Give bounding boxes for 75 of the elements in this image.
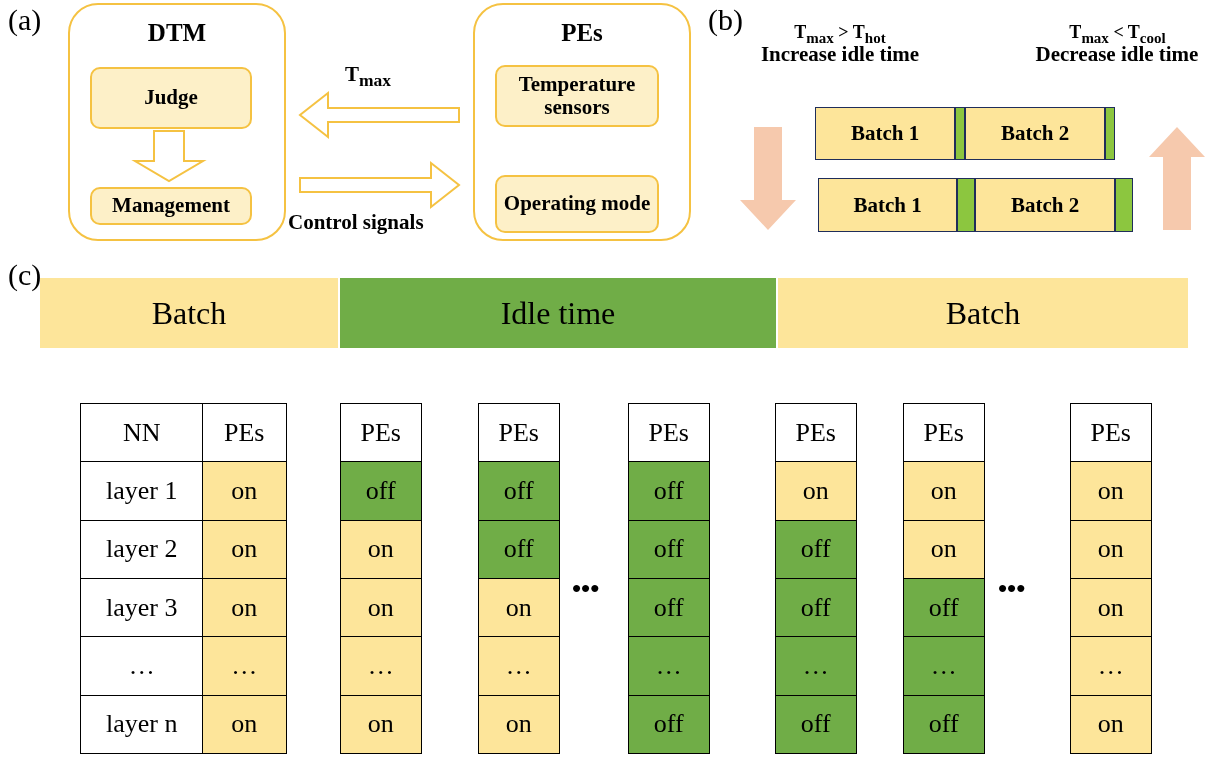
batch-bar: Batch 1 <box>818 178 957 232</box>
table-cell: … <box>340 636 422 696</box>
table-cell: … <box>775 636 857 696</box>
table-cell: on <box>340 577 422 638</box>
table-cell: on <box>1070 519 1152 580</box>
batch-bar: Batch 2 <box>975 178 1115 232</box>
table-cell: off <box>478 519 560 580</box>
timeline-band: Idle time <box>340 278 776 348</box>
table-cell: on <box>202 577 287 638</box>
process-box: Judge <box>90 67 252 129</box>
idle-bar <box>955 107 965 160</box>
table-cell: off <box>775 519 857 580</box>
table-cell: on <box>1070 461 1152 522</box>
table-cell: off <box>628 577 710 638</box>
container-title: PEs <box>560 19 604 47</box>
batch-bar: Batch 2 <box>965 107 1105 160</box>
table-cell: … <box>628 636 710 696</box>
table-cell: PEs <box>478 403 560 463</box>
ellipsis-dots: ••• <box>572 574 600 604</box>
table-cell: on <box>202 461 287 522</box>
table-cell: off <box>903 694 985 755</box>
container-box <box>68 3 286 241</box>
table-cell: … <box>478 636 560 696</box>
table-cell: … <box>903 636 985 696</box>
block-arrow <box>299 160 461 210</box>
process-box: Management <box>90 187 252 225</box>
table-cell: layer n <box>80 694 204 755</box>
ellipsis-dots: ••• <box>998 574 1026 604</box>
table-cell: PEs <box>202 403 287 463</box>
table-cell: on <box>903 461 985 522</box>
edge-label: Control signals <box>288 210 424 235</box>
block-arrow <box>131 130 207 183</box>
idle-bar <box>957 178 975 232</box>
table-cell: on <box>775 461 857 522</box>
block-arrow <box>298 90 460 140</box>
table-cell: PEs <box>340 403 422 463</box>
table-cell: on <box>478 694 560 755</box>
table-cell: off <box>628 461 710 522</box>
table-cell: on <box>1070 577 1152 638</box>
panel-label: (a) <box>8 3 42 37</box>
table-cell: off <box>628 519 710 580</box>
container-title: DTM <box>146 19 208 47</box>
panel-label: (c) <box>8 258 42 292</box>
table-cell: PEs <box>628 403 710 463</box>
table-cell: on <box>340 519 422 580</box>
table-cell: on <box>903 519 985 580</box>
idle-bar <box>1105 107 1115 160</box>
process-box: Operating mode <box>495 175 659 233</box>
table-cell: on <box>202 694 287 755</box>
table-cell: on <box>1070 694 1152 755</box>
idle-bar <box>1115 178 1133 232</box>
table-cell: off <box>340 461 422 522</box>
table-cell: off <box>903 577 985 638</box>
table-cell: on <box>340 694 422 755</box>
table-cell: layer 1 <box>80 461 204 522</box>
table-cell: PEs <box>903 403 985 463</box>
table-cell: … <box>1070 636 1152 696</box>
process-box: Temperature sensors <box>495 65 659 127</box>
table-cell: on <box>202 519 287 580</box>
table-cell: on <box>478 577 560 638</box>
batch-bar: Batch 1 <box>815 107 955 160</box>
table-cell: PEs <box>775 403 857 463</box>
table-cell: NN <box>80 403 204 463</box>
table-cell: … <box>202 636 287 696</box>
panel-label: (b) <box>708 3 743 37</box>
table-cell: PEs <box>1070 403 1152 463</box>
table-cell: off <box>628 694 710 755</box>
table-cell: off <box>775 577 857 638</box>
timeline-band: Batch <box>778 278 1188 348</box>
edge-label: T$_{max}$ <box>345 62 392 92</box>
table-cell: … <box>80 636 204 696</box>
timeline-band: Batch <box>40 278 338 348</box>
table-cell: off <box>478 461 560 522</box>
table-cell: off <box>775 694 857 755</box>
container-box <box>473 3 691 241</box>
